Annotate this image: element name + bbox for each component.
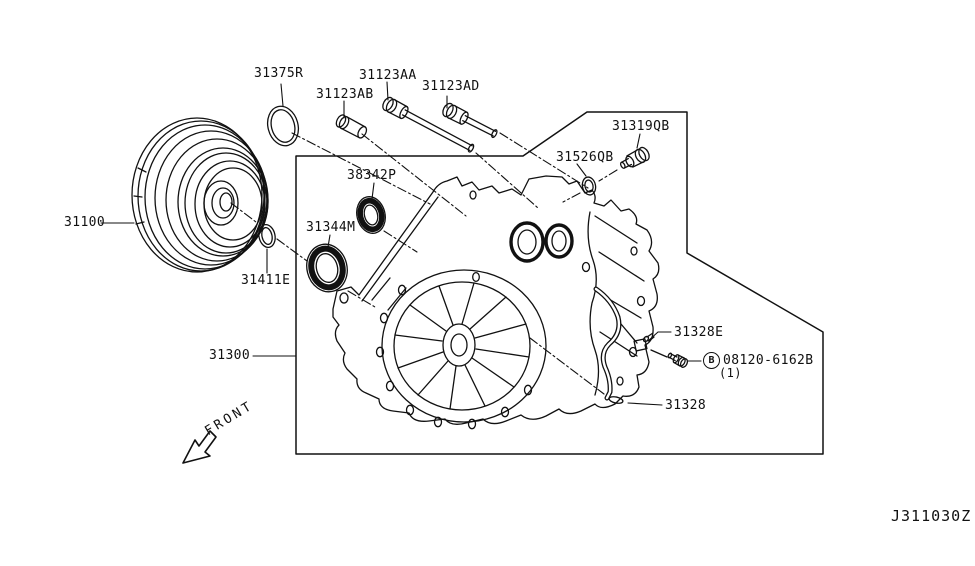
front-arrow bbox=[182, 430, 217, 464]
part-label-38342P: 38342P bbox=[347, 168, 397, 183]
bolt-31123AA-art bbox=[382, 96, 475, 153]
leader-lines bbox=[100, 81, 702, 406]
part-label-31300: 31300 bbox=[209, 348, 251, 363]
transmission-case-art bbox=[332, 175, 660, 430]
part-label-31100: 31100 bbox=[64, 215, 106, 230]
bolt-31319QB-art bbox=[619, 146, 650, 169]
oring-31526QB-art bbox=[581, 176, 597, 196]
part-label-31344M: 31344M bbox=[306, 220, 356, 235]
part-label-31123AB: 31123AB bbox=[316, 87, 374, 102]
oring-31411E-art bbox=[258, 223, 276, 249]
bolt-08120-art bbox=[667, 352, 689, 368]
fastener-quantity: (1) bbox=[719, 366, 742, 380]
part-label-31375R: 31375R bbox=[254, 66, 304, 81]
assembly-axes bbox=[230, 132, 618, 395]
part-label-31123AA: 31123AA bbox=[359, 68, 417, 83]
part-label-31319QB: 31319QB bbox=[612, 119, 670, 134]
part-label-31328E: 31328E bbox=[674, 325, 724, 340]
circled-b-marker: B bbox=[703, 352, 720, 369]
part-label-31123AD: 31123AD bbox=[422, 79, 480, 94]
gasket-tube-art bbox=[593, 286, 624, 404]
fastener-reference: B 08120-6162B bbox=[703, 352, 814, 369]
seal-38342P-art bbox=[356, 196, 386, 234]
bolt-31123AB-art bbox=[335, 114, 368, 139]
part-label-31328: 31328 bbox=[665, 398, 707, 413]
drawing-code: J311030Z bbox=[891, 507, 972, 525]
clamp-art bbox=[620, 323, 668, 358]
oring-31375R-art bbox=[266, 105, 300, 147]
bolt-31123AD-art bbox=[442, 102, 498, 139]
seal-31344M-art bbox=[306, 243, 348, 293]
enclosure-box bbox=[295, 111, 824, 455]
part-label-31411E: 31411E bbox=[241, 273, 291, 288]
fastener-part-number: 08120-6162B bbox=[723, 353, 814, 368]
part-label-31526QB: 31526QB bbox=[556, 150, 614, 165]
torque-converter-art bbox=[131, 117, 269, 273]
